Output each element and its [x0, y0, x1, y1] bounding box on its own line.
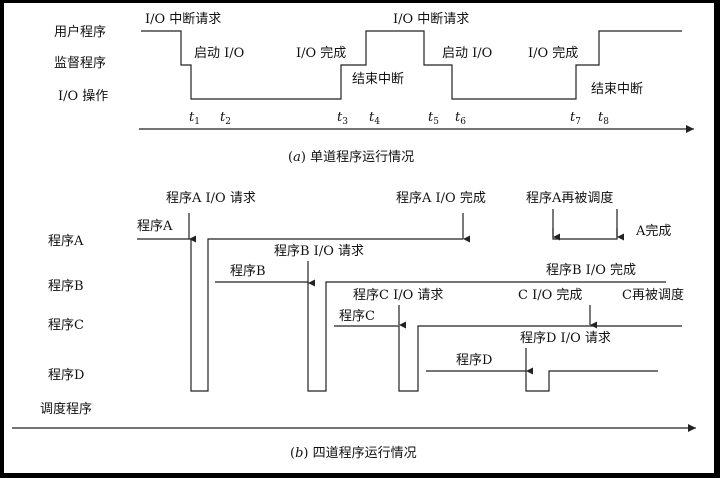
single-program-diagram: 用户程序 监督程序 I/O 操作 I/O 中断请求 启动 I/O I/O 完成 … [54, 12, 694, 165]
tick-t7: t7 [570, 110, 581, 127]
label-program-b-io-request: 程序B I/O 请求 [274, 244, 364, 259]
event-io-interrupt-request-1: I/O 中断请求 [145, 12, 221, 27]
tick-t5: t5 [428, 110, 439, 127]
diagram-frame: 用户程序 监督程序 I/O 操作 I/O 中断请求 启动 I/O I/O 完成 … [4, 3, 714, 473]
label-program-a-rescheduled: 程序A再被调度 [526, 190, 613, 206]
trace-single-program [141, 30, 682, 100]
trace-program-a [137, 238, 463, 392]
tick-t2: t2 [220, 110, 231, 127]
label-program-c-run: 程序C [339, 309, 375, 324]
four-program-diagram: 程序A 程序B 程序C 程序D 调度程序 程序A I/O 请求 程序A 程序A … [12, 190, 696, 461]
label-program-a-io-complete: 程序A I/O 完成 [396, 191, 486, 206]
event-start-io-2: 启动 I/O [442, 46, 492, 61]
row-label-program-d: 程序D [48, 368, 84, 383]
event-start-io-1: 启动 I/O [194, 46, 244, 61]
label-c-io-complete: C I/O 完成 [518, 288, 582, 303]
row-label-user-program: 用户程序 [54, 24, 106, 40]
event-end-interrupt-2: 结束中断 [591, 82, 643, 97]
event-end-interrupt-1: 结束中断 [352, 72, 404, 87]
label-program-d-run: 程序D [456, 353, 492, 368]
tick-t4: t4 [369, 110, 380, 127]
tick-t8: t8 [598, 110, 609, 127]
label-c-rescheduled: C再被调度 [622, 287, 684, 303]
trace-program-c [334, 325, 682, 392]
row-label-program-b: 程序B [48, 279, 84, 294]
tick-t1: t1 [189, 110, 200, 127]
trace-program-a-rescheduled [552, 228, 618, 240]
label-program-b-io-complete: 程序B I/O 完成 [546, 263, 636, 278]
caption-a: (a) 单道程序运行情况 [288, 150, 414, 165]
label-program-c-io-request: 程序C I/O 请求 [353, 288, 443, 303]
event-io-complete-1: I/O 完成 [296, 46, 346, 61]
tick-t6: t6 [455, 110, 466, 127]
row-label-scheduler: 调度程序 [40, 401, 92, 417]
time-ticks: t1 t2 t3 t4 t5 t6 t7 t8 [189, 110, 609, 127]
row-label-io-operation: I/O 操作 [58, 88, 108, 104]
label-program-a-io-request: 程序A I/O 请求 [166, 191, 256, 206]
label-program-d-io-request: 程序D I/O 请求 [520, 331, 611, 346]
trace-program-b [215, 281, 666, 392]
label-program-b-run: 程序B [230, 264, 266, 279]
row-label-program-c: 程序C [48, 318, 84, 333]
tick-t3: t3 [337, 110, 348, 127]
label-a-complete: A完成 [635, 224, 671, 239]
timing-diagram: 用户程序 监督程序 I/O 操作 I/O 中断请求 启动 I/O I/O 完成 … [12, 12, 696, 461]
event-io-complete-2: I/O 完成 [528, 46, 578, 61]
row-label-supervisor-program: 监督程序 [54, 56, 106, 71]
row-label-program-a: 程序A [48, 234, 84, 249]
event-io-interrupt-request-2: I/O 中断请求 [393, 12, 469, 27]
label-program-a-run: 程序A [137, 219, 173, 234]
caption-b: (b) 四道程序运行情况 [290, 446, 417, 461]
trace-program-d [426, 370, 658, 392]
